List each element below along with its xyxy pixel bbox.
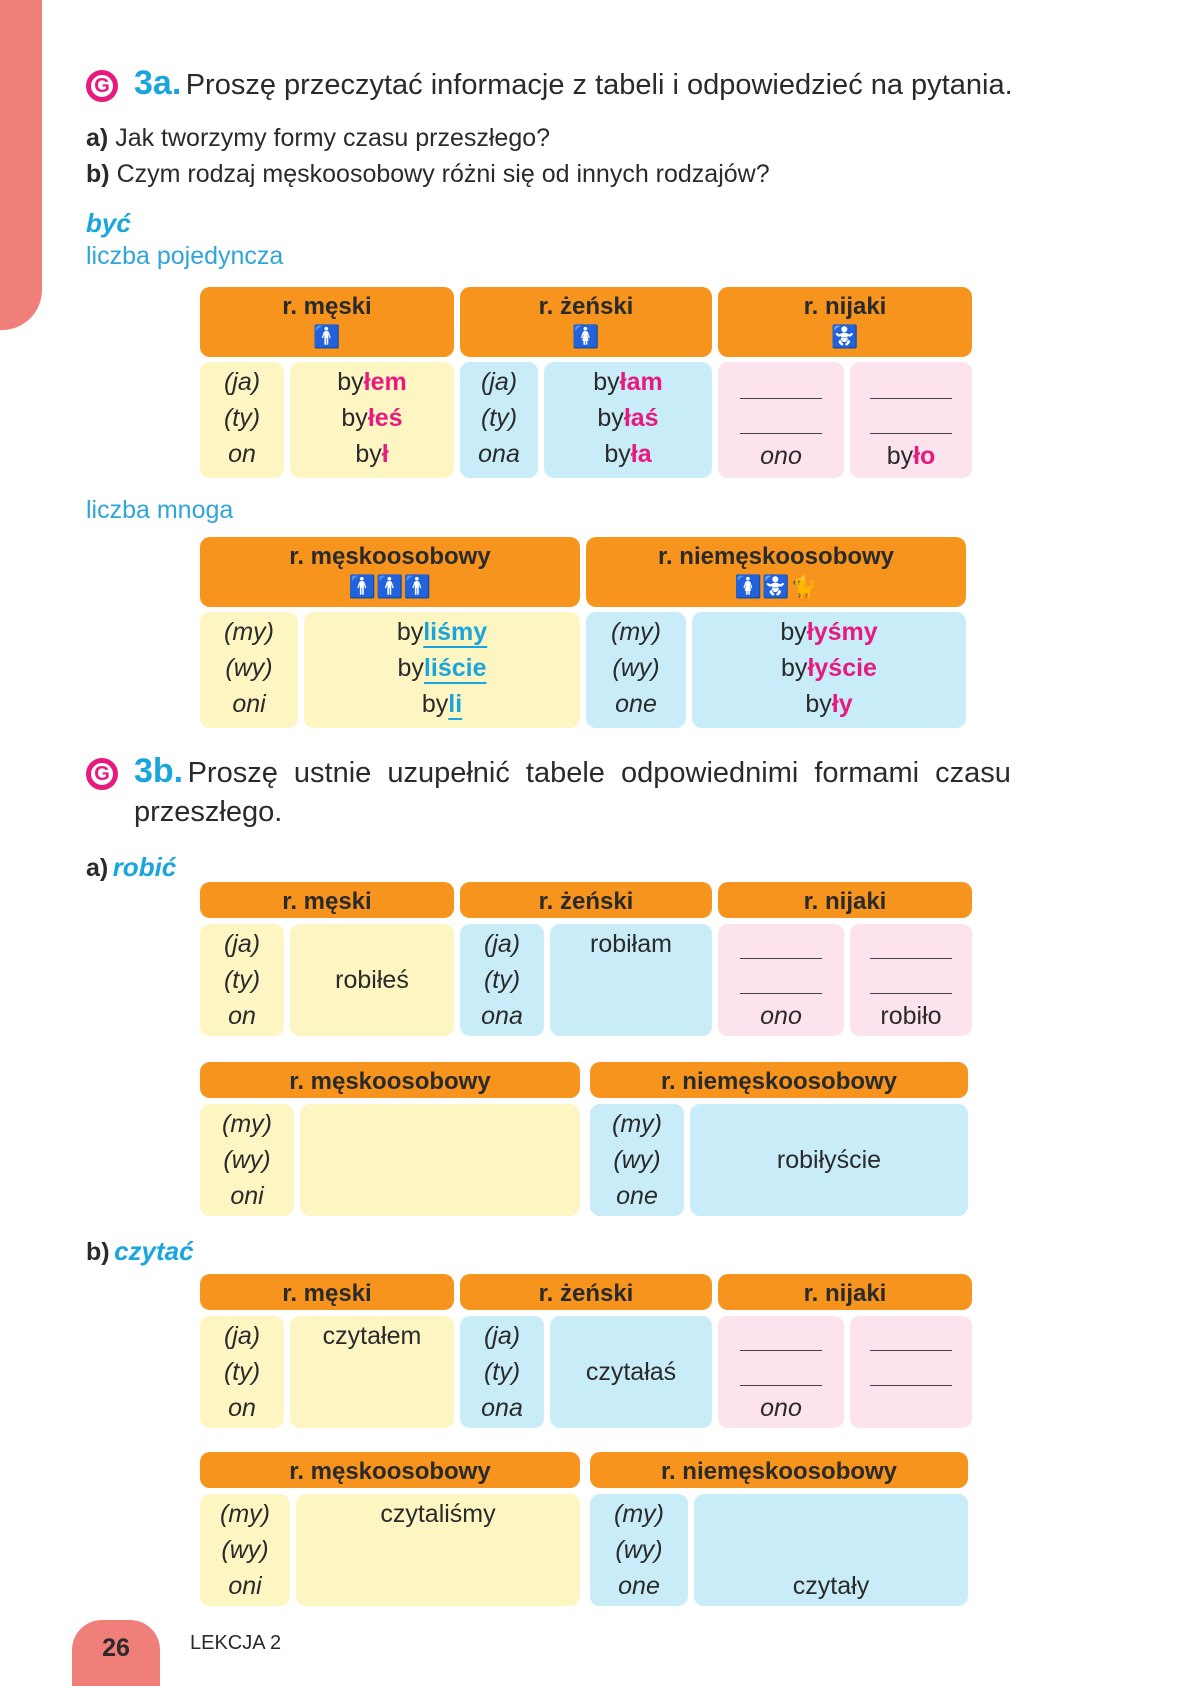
lesson-label: LEKCJA 2 — [190, 1632, 282, 1654]
sub-exercise-a: a) robić — [86, 852, 177, 882]
man-icon: 🚹 — [313, 324, 341, 349]
form-cell: byłyśmy byłyście były — [692, 612, 966, 728]
answer-cell: czytały — [694, 1494, 968, 1606]
header-neuter: r. nijaki — [718, 1274, 972, 1310]
question-b: b) Czym rodzaj męskoosobowy różni się od… — [86, 160, 770, 189]
blank-line — [870, 940, 952, 959]
verb-title: czytać — [114, 1236, 194, 1266]
question-text: Jak tworzymy formy czasu przeszłego? — [115, 124, 551, 152]
blank-line — [870, 1367, 952, 1386]
blank-line — [740, 975, 822, 994]
pronoun-cell: (my)(wy)oni — [200, 1494, 290, 1606]
form-cell: byłem byłeś był — [290, 362, 454, 478]
verb-title: być — [86, 208, 131, 238]
header-masculine-personal: r. męskoosobowy — [200, 1062, 580, 1098]
verb-title: robić — [112, 852, 177, 882]
question-label: b) — [86, 160, 110, 188]
pronoun-cell: ono — [718, 362, 844, 478]
header-non-masculine-personal: r. niemęskoosobowy — [590, 1062, 968, 1098]
answer-cell: robiłyście — [690, 1104, 968, 1216]
answer-cell — [850, 1316, 972, 1428]
header-non-masculine-personal: r. niemęskoosobowy🚺🚼🐈 — [586, 537, 966, 607]
pronoun-cell: (my)(wy)oni — [200, 612, 298, 728]
answer-cell: czytałem — [290, 1316, 454, 1428]
grammar-icon: G — [86, 758, 118, 790]
header-feminine: r. żeński🚺 — [460, 287, 712, 357]
answer-cell: robiło — [850, 924, 972, 1036]
exercise-number: 3a. — [134, 64, 182, 102]
answer-cell: czytałaś — [550, 1316, 712, 1428]
pronoun-cell: ono — [718, 1316, 844, 1428]
blank-line — [740, 380, 822, 399]
pronoun-cell: (my)(wy)one — [590, 1104, 684, 1216]
pronoun-cell: ono — [718, 924, 844, 1036]
answer-cell — [300, 1104, 580, 1216]
blank-line — [740, 415, 822, 434]
header-masculine: r. męski — [200, 1274, 454, 1310]
question-text: Czym rodzaj męskoosobowy różni się od in… — [116, 160, 770, 188]
header-neuter: r. nijaki🚼 — [718, 287, 972, 357]
pronoun-cell: (ja)(ty)on — [200, 362, 284, 478]
exercise-instruction: Proszę przeczytać informacje z tabeli i … — [185, 69, 1013, 101]
question-a: a) Jak tworzymy formy czasu przeszłego? — [86, 124, 550, 153]
blank-line — [870, 415, 952, 434]
header-neuter: r. nijaki — [718, 882, 972, 918]
pronoun-cell: (ja)(ty)ona — [460, 1316, 544, 1428]
blank-line — [870, 975, 952, 994]
header-feminine: r. żeński — [460, 882, 712, 918]
header-masculine-personal: r. męskoosobowy🚹🚹🚹 — [200, 537, 580, 607]
blank-line — [740, 1332, 822, 1351]
header-masculine: r. męski — [200, 882, 454, 918]
pronoun-cell: (ja)(ty)ona — [460, 924, 544, 1036]
blank-line — [870, 1332, 952, 1351]
exercise-instruction-cont: przeszłego. — [134, 796, 283, 828]
singular-label: liczba pojedyncza — [86, 242, 284, 270]
woman-child-cat-icon: 🚺🚼🐈 — [734, 574, 818, 599]
blank-line — [870, 380, 952, 399]
exercise-instruction: Proszę ustnie uzupełnić tabele odpowiedn… — [187, 757, 1011, 789]
form-cell: było — [850, 362, 972, 478]
pronoun-cell: (ja)(ty)on — [200, 924, 284, 1036]
plural-label: liczba mnoga — [86, 496, 234, 524]
answer-cell: robiłeś — [290, 924, 454, 1036]
exercise-number: 3b. — [134, 752, 184, 790]
question-label: a) — [86, 124, 109, 152]
pronoun-cell: (my)(wy)one — [590, 1494, 688, 1606]
men-group-icon: 🚹🚹🚹 — [348, 574, 432, 599]
answer-cell: robiłam — [550, 924, 712, 1036]
form-cell: byłam byłaś była — [544, 362, 712, 478]
header-non-masculine-personal: r. niemęskoosobowy — [590, 1452, 968, 1488]
header-feminine: r. żeński — [460, 1274, 712, 1310]
pronoun-cell: (ja)(ty)on — [200, 1316, 284, 1428]
pronoun-cell: (ja)(ty)ona — [460, 362, 538, 478]
pronoun-cell: (my)(wy)one — [586, 612, 686, 728]
woman-icon: 🚺 — [572, 324, 600, 349]
blank-line — [740, 940, 822, 959]
header-masculine: r. męski🚹 — [200, 287, 454, 357]
header-masculine-personal: r. męskoosobowy — [200, 1452, 580, 1488]
grammar-icon: G — [86, 70, 118, 102]
blank-line — [740, 1367, 822, 1386]
form-cell: byliśmy byliście byli — [304, 612, 580, 728]
side-tab — [0, 0, 42, 330]
exercise-3a-heading: 3a. Proszę przeczytać informacje z tabel… — [134, 64, 1013, 103]
sub-exercise-b: b) czytać — [86, 1236, 194, 1266]
page-number: 26 — [72, 1620, 160, 1686]
exercise-3b-heading: 3b. Proszę ustnie uzupełnić tabele odpow… — [134, 752, 1084, 791]
answer-cell: czytaliśmy — [296, 1494, 580, 1606]
child-icon: 🚼 — [831, 324, 859, 349]
pronoun-cell: (my)(wy)oni — [200, 1104, 294, 1216]
